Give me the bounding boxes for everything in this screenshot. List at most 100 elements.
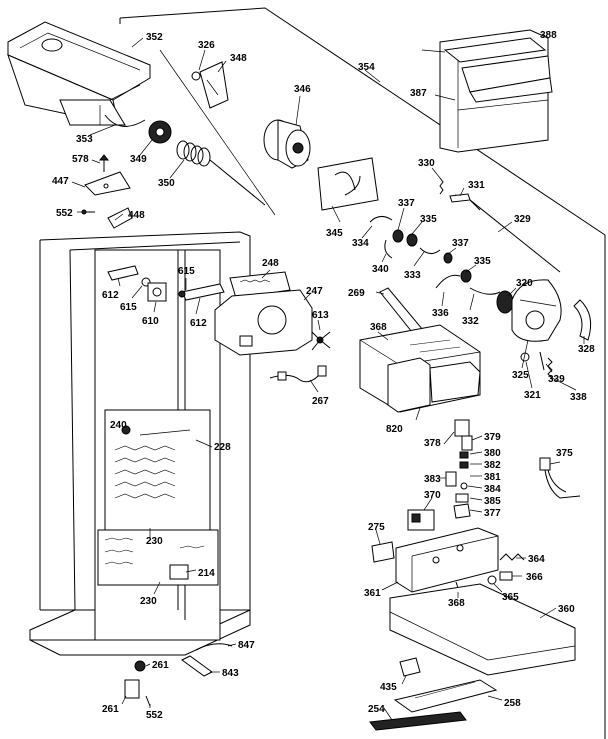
- seal-382: [459, 461, 469, 469]
- label-610: 610: [142, 316, 159, 327]
- harness-267: [269, 365, 327, 383]
- label-328: 328: [578, 344, 595, 355]
- light-435: [399, 657, 421, 677]
- bracket-447: [84, 171, 131, 196]
- screw-339: [539, 351, 545, 371]
- spring-340: [384, 239, 393, 259]
- label-321: 321: [524, 390, 541, 401]
- cap-261: [134, 660, 146, 672]
- bracket-843: [181, 655, 213, 677]
- relay-364: [499, 553, 525, 561]
- label-375: 375: [556, 448, 573, 459]
- label-578: 578: [72, 154, 89, 165]
- label-269: 269: [348, 288, 365, 299]
- label-348: 348: [230, 53, 247, 64]
- label-366: 366: [526, 572, 543, 583]
- lever-336: [435, 274, 461, 289]
- label-337a: 337: [398, 198, 415, 209]
- label-240: 240: [110, 420, 127, 431]
- label-847: 847: [238, 640, 255, 651]
- hinge-847: [195, 643, 233, 651]
- motor-370: [407, 509, 435, 531]
- switch-377: [453, 503, 471, 519]
- label-326: 326: [198, 40, 215, 51]
- spring-350: [176, 140, 266, 206]
- label-360: 360: [558, 604, 575, 615]
- ice-bucket-352: [7, 21, 151, 127]
- bracket-385: [455, 493, 469, 503]
- arm-329: [454, 194, 561, 273]
- label-385: 385: [484, 496, 501, 507]
- label-267: 267: [312, 396, 329, 407]
- label-365: 365: [502, 592, 519, 603]
- label-613: 613: [312, 310, 329, 321]
- switch-610: [147, 282, 167, 302]
- fan-blade-613: [311, 331, 331, 351]
- label-612a: 612: [102, 290, 119, 301]
- lever-331: [449, 193, 471, 203]
- label-248: 248: [262, 258, 279, 269]
- assembly-outline: [119, 7, 606, 739]
- plunger-379: [461, 435, 473, 451]
- leader-lines: [71, 37, 585, 721]
- bearing-335b: [460, 269, 472, 283]
- label-334: 334: [352, 238, 369, 249]
- label-254: 254: [368, 704, 385, 715]
- label-333: 333: [404, 270, 421, 281]
- control-housing-247: [214, 289, 313, 356]
- drive-motor-346: [263, 119, 311, 169]
- bracket-612: [178, 283, 225, 301]
- label-383: 383: [424, 474, 441, 485]
- spring-380: [459, 451, 469, 459]
- washer-337: [392, 229, 404, 243]
- label-368: 368: [370, 322, 387, 333]
- label-230a: 230: [146, 536, 163, 547]
- label-275: 275: [368, 522, 385, 533]
- label-615b: 615: [178, 266, 195, 277]
- spring-330: [439, 177, 444, 195]
- rail-360: [389, 583, 576, 676]
- dispenser-housing-361: [395, 527, 499, 593]
- label-345: 345: [326, 228, 343, 239]
- label-332: 332: [462, 316, 479, 327]
- grille-214: [169, 564, 189, 580]
- label-615a: 615: [120, 302, 137, 313]
- label-612b: 612: [190, 318, 207, 329]
- label-346: 346: [294, 84, 311, 95]
- label-388: 388: [540, 30, 557, 41]
- label-447: 447: [52, 176, 69, 187]
- label-352: 352: [146, 32, 163, 43]
- label-320: 320: [516, 278, 533, 289]
- cover-275: [371, 541, 395, 563]
- washer-384: [460, 482, 468, 490]
- label-384: 384: [484, 484, 501, 495]
- gear-320: [496, 290, 514, 314]
- callout-labels: 352 326 348 354 388 387 346 353 349 350 …: [52, 30, 595, 721]
- drip-tray-258: [393, 679, 498, 713]
- label-435: 435: [380, 682, 397, 693]
- cam-333: [419, 247, 441, 254]
- label-380: 380: [484, 448, 501, 459]
- label-339: 339: [548, 374, 565, 385]
- screw-552: [81, 209, 95, 215]
- housing-325: [511, 279, 562, 342]
- label-370: 370: [424, 490, 441, 501]
- label-349: 349: [130, 154, 147, 165]
- spring-338: [547, 357, 553, 379]
- ice-maker-820: [387, 357, 481, 413]
- shaft-334: [369, 216, 393, 223]
- label-258: 258: [504, 698, 521, 709]
- label-387: 387: [410, 88, 427, 99]
- nut-349: [148, 120, 172, 144]
- label-364: 364: [528, 554, 545, 565]
- label-336: 336: [432, 308, 449, 319]
- label-368b: 368: [448, 598, 465, 609]
- bracket-348: [199, 61, 229, 109]
- bearing-335: [406, 233, 418, 247]
- label-353: 353: [76, 134, 93, 145]
- label-247: 247: [306, 286, 323, 297]
- label-552a: 552: [56, 208, 73, 219]
- label-361: 361: [364, 588, 381, 599]
- screw-326: [191, 71, 201, 81]
